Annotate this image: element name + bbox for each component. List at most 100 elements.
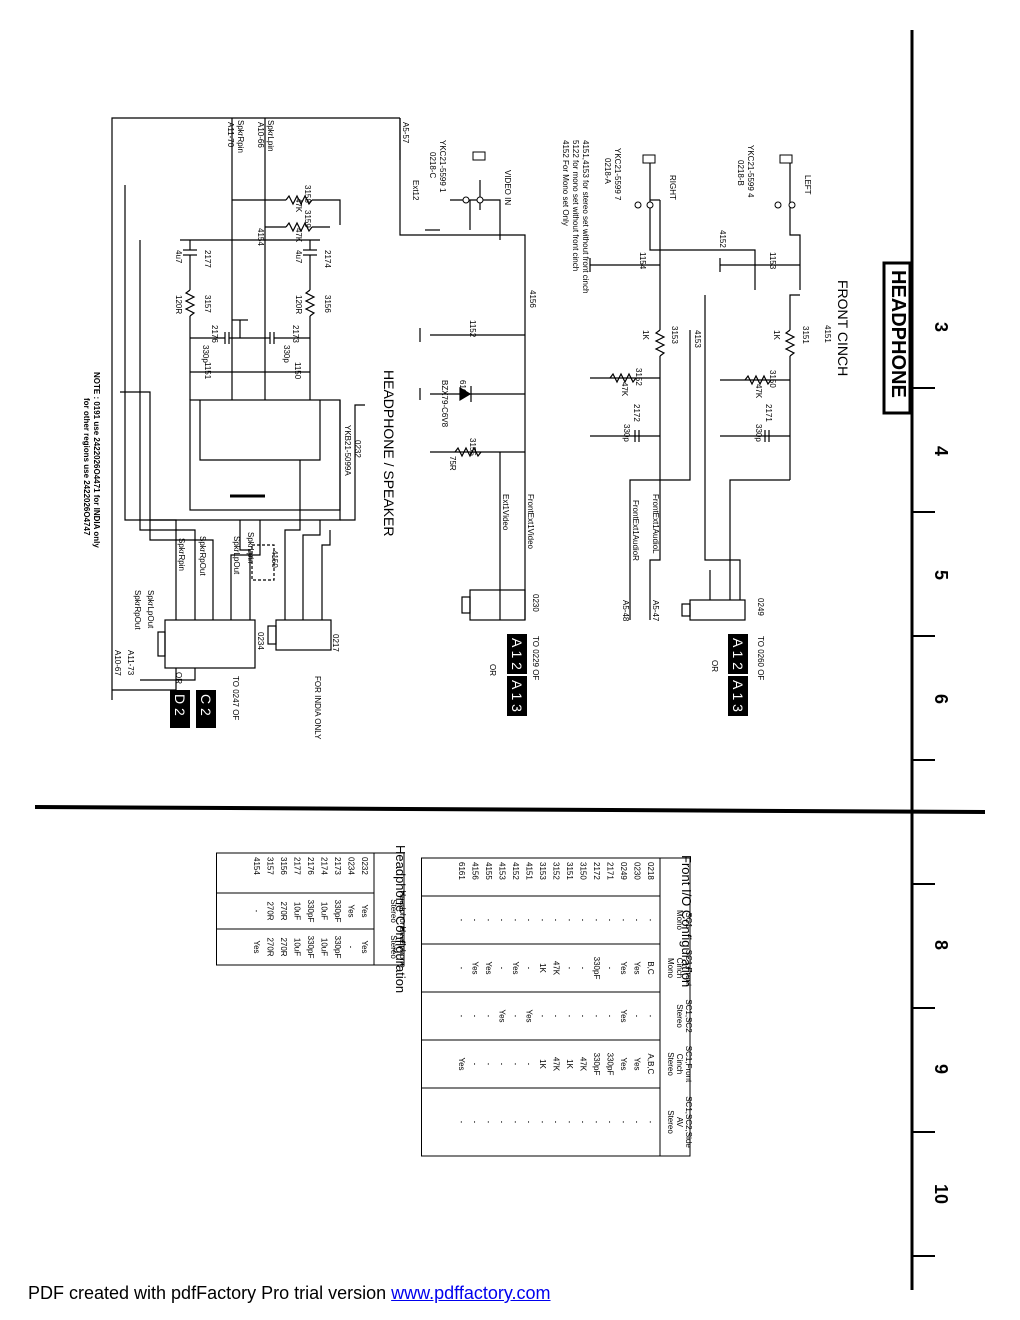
table-cell: - (525, 1063, 534, 1066)
table-cell: - (565, 919, 574, 922)
table-cell: - (457, 1015, 466, 1018)
label-1153: 1153 (768, 252, 777, 270)
sheet-border (34, 30, 986, 1290)
pdf-footer: PDF created with pdfFactory Pro trial ve… (28, 1283, 551, 1304)
table-row-label: 4151 (525, 862, 534, 880)
table-cell: Yes (484, 961, 493, 974)
table-cell: 47K (552, 1057, 561, 1072)
table-cell: - (646, 1015, 655, 1018)
page-title: HEADPHONE (887, 270, 909, 398)
table-header-cell: Stereo (675, 1004, 684, 1028)
table-cell: - (484, 919, 493, 922)
table-header-cell: Stereo (389, 899, 398, 923)
table-cell: - (592, 1121, 601, 1124)
table-cell: - (552, 1121, 561, 1124)
label-3150: 3150 (768, 370, 777, 388)
table-cell: Yes (511, 961, 520, 974)
table-cell: 1K (565, 1059, 574, 1069)
table-cell: 1K (538, 963, 547, 973)
label-1150: 1150 (293, 362, 302, 380)
label-a10-67: A10-67 (113, 650, 122, 676)
block-a12-video: A 1 2 (509, 638, 525, 670)
headphone-speaker-heading: HEADPHONE / SPEAKER (381, 370, 397, 537)
table-cell: - (347, 946, 356, 949)
table-frame (421, 857, 661, 1157)
table-cell: Yes (360, 940, 369, 953)
label-ykc-left-sub: 0218-B (736, 160, 745, 186)
table-cell: - (484, 1015, 493, 1018)
headphone-table: HeadphoneStereoHeadphoneStereo0232YesYes… (216, 852, 407, 968)
label-ykc-right-sub: 0218-A (603, 158, 612, 184)
label-3157: 3157 (203, 295, 212, 313)
label-a5-47: A5-47 (651, 600, 660, 622)
label-ext1-video: Ext1Video (501, 494, 510, 531)
front-cinch-heading: FRONT CINCH (835, 280, 851, 376)
table-cell: - (606, 1015, 615, 1018)
label-3153-value: 1K (641, 330, 650, 340)
label-6161-value: BZX79-C6V8 (440, 380, 449, 428)
front-io-table: SC1MonoSC1,FrontCinchMonoSC1,SC2StereoSC… (421, 857, 693, 1157)
label-ext12: Ext12 (411, 180, 420, 201)
label-ykc-right: YKC21-5599 7 (613, 148, 622, 201)
label-2172: 2172 (632, 404, 641, 422)
table-header-cell: Stereo (666, 1052, 675, 1076)
table-header-cell: SC1,SC2 (684, 999, 693, 1033)
table-cell: Yes (457, 1057, 466, 1070)
table-row-label: 3157 (266, 857, 275, 875)
table-row-label: 4153 (498, 862, 507, 880)
label-for-india: FOR INDIA ONLY (313, 676, 322, 740)
schematic-labels: LEFT RIGHT VIDEO IN YKC21-5599 4 0218-B … (82, 120, 832, 740)
block-c2: C 2 (198, 694, 214, 716)
label-front-ext1-audio-r: FrontExt1AudioR (631, 500, 640, 561)
table-cell: - (579, 967, 588, 970)
label-4153: 4153 (693, 330, 702, 348)
table-row-label: 2173 (333, 857, 342, 875)
table-header-cell: SC1 (684, 912, 693, 928)
table-cell: Yes (252, 940, 261, 953)
table-cell: - (579, 1121, 588, 1124)
label-3158-value: 47K (294, 198, 303, 213)
table-cell: 270R (266, 901, 275, 920)
label-0234: 0234 (256, 632, 265, 650)
note-stereo-2: 5122 for mono set without front cinch (571, 140, 580, 271)
label-3158: 3158 (303, 185, 312, 203)
border-number: 8 (931, 940, 951, 950)
label-spkr-rpin: SpkrRpin (236, 120, 245, 153)
label-2173: 2173 (291, 325, 300, 343)
label-2174-value: 4u7 (294, 250, 303, 264)
label-a11-73: A11-73 (126, 650, 135, 676)
label-to-0229: TO 0229 OF (531, 636, 540, 680)
label-3150-value: 47K (754, 384, 763, 399)
front-io-title: Front I/O Configuration (679, 855, 694, 987)
table-cell: 330pF (306, 936, 315, 959)
label-3156-value: 120R (294, 295, 303, 314)
table-cell: - (498, 1063, 507, 1066)
border-number: 6 (931, 694, 951, 704)
label-right: RIGHT (668, 175, 677, 200)
label-spkr-lp-out: SpkrLpOut (232, 536, 241, 575)
table-row-label: 4156 (471, 862, 480, 880)
table-cell: Yes (619, 1009, 628, 1022)
table-row-label: 4154 (252, 857, 261, 875)
table-cell: - (592, 919, 601, 922)
table-header-cell: Mono (675, 910, 684, 931)
pdffactory-link[interactable]: www.pdffactory.com (391, 1283, 551, 1303)
label-2174: 2174 (323, 250, 332, 268)
label-a5-57: A5-57 (401, 122, 410, 144)
table-cell: - (498, 919, 507, 922)
table-cell: Yes (347, 904, 356, 917)
table-cell: - (471, 1063, 480, 1066)
label-3151-value: 1K (772, 330, 781, 340)
table-cell: - (606, 967, 615, 970)
table-cell: - (457, 1121, 466, 1124)
table-row-label: 3156 (279, 857, 288, 875)
table-header-cell: Stereo (666, 1110, 675, 1134)
footer-text: PDF created with pdfFactory Pro trial ve… (28, 1283, 392, 1303)
table-cell: - (457, 967, 466, 970)
table-cell: - (606, 919, 615, 922)
table-cell: - (565, 1015, 574, 1018)
label-ykb: YKB21-5099A (343, 425, 352, 476)
table-cell: - (525, 967, 534, 970)
table-cell: Yes (633, 961, 642, 974)
label-a5-48: A5-48 (621, 600, 630, 622)
